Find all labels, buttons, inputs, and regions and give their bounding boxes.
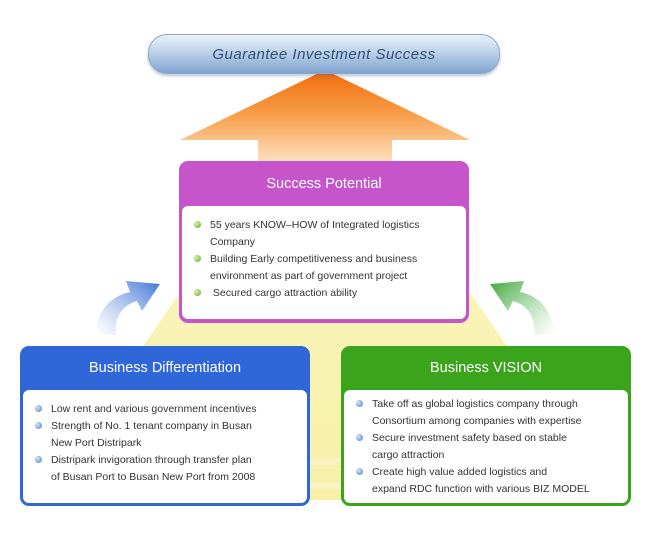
bullet-icon [35, 456, 42, 463]
bullet-icon [356, 468, 363, 475]
goal-banner: Guarantee Investment Success [148, 34, 500, 74]
bullet-icon [35, 405, 42, 412]
list-item: Secure investment safety based on stable… [354, 430, 620, 464]
list-item: Take off as global logistics company thr… [354, 396, 620, 430]
success-potential-box: Success Potential 55 years KNOW–HOW of I… [179, 161, 469, 323]
connector-stripe [310, 482, 341, 489]
list-item: Low rent and various government incentiv… [33, 401, 299, 418]
success-potential-title: Success Potential [266, 175, 382, 192]
bullet-icon [194, 289, 201, 296]
curved-arrow-left-icon [96, 281, 160, 335]
bullet-icon [194, 255, 201, 262]
business-differentiation-title: Business Differentiation [88, 360, 242, 376]
business-differentiation-content: Low rent and various government incentiv… [23, 390, 307, 503]
business-vision-box: Business VISION Take off as global logis… [341, 346, 631, 506]
goal-banner-title: Guarantee Investment Success [212, 45, 436, 63]
list-item: 55 years KNOW–HOW of Integrated logistic… [192, 217, 458, 251]
up-arrow-icon [180, 70, 470, 162]
success-potential-content: 55 years KNOW–HOW of Integrated logistic… [182, 206, 466, 319]
connector-stripe [310, 458, 341, 465]
bullet-icon [35, 422, 42, 429]
business-vision-title: Business VISION [429, 360, 542, 376]
list-item: Distripark invigoration through transfer… [33, 452, 299, 486]
list-item: Create high value added logistics and ex… [354, 464, 620, 498]
business-differentiation-box: Business Differentiation Low rent and va… [20, 346, 310, 506]
bullet-icon [356, 434, 363, 441]
business-vision-content: Take off as global logistics company thr… [344, 390, 628, 503]
list-item: Building Early competitiveness and busin… [192, 251, 458, 285]
bullet-icon [356, 400, 363, 407]
list-item: Secured cargo attraction ability [192, 285, 458, 302]
curved-arrow-right-icon [490, 281, 554, 335]
list-item: Strength of No. 1 tenant company in Busa… [33, 418, 299, 452]
bullet-icon [194, 221, 201, 228]
